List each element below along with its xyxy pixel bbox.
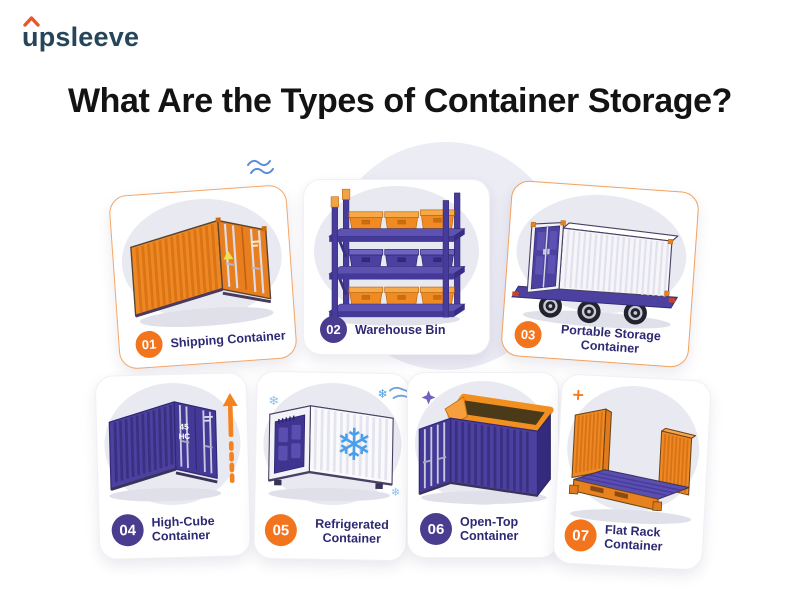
card-label: Flat Rack Container [603, 522, 663, 554]
refrigerated-container-illustration: ❄ ❄ ❄ ❄ [268, 386, 410, 502]
card-number-badge: 05 [264, 513, 298, 547]
logo-caret-icon [23, 16, 40, 27]
card-label: Refrigerated Container [315, 516, 389, 546]
open-top-container-illustration [418, 390, 554, 505]
card-number-badge: 02 [320, 316, 347, 343]
snowflake-icon: ❄ [335, 420, 373, 472]
card-label: Open-Top Container [460, 515, 519, 543]
card-high-cube-container: 45 HC 04 High-Cube Container [94, 372, 252, 560]
logo: upsleeve [22, 16, 140, 53]
card-portable-storage-container: 03 Portable Storage Container [500, 179, 700, 369]
snowflake-icon: ❄ [391, 486, 400, 499]
card-number-badge: 07 [563, 518, 598, 553]
shipping-container-illustration [130, 217, 274, 328]
up-arrow-icon [222, 393, 238, 487]
card-label: Warehouse Bin [355, 322, 446, 337]
card-warehouse-bin: 02 Warehouse Bin [303, 179, 490, 355]
sparkle-icon [573, 389, 584, 401]
warehouse-bin-illustration [328, 188, 466, 326]
card-number-badge: 06 [420, 513, 452, 545]
logo-text: upsleeve [22, 22, 140, 52]
container-size-marking: 45 [179, 422, 189, 432]
flat-rack-container-illustration [568, 389, 697, 524]
sparkle-icon [421, 390, 436, 405]
wind-swirl-icon [389, 386, 410, 401]
card-flat-rack-container: 07 Flat Rack Container [552, 373, 712, 571]
page-title: What Are the Types of Container Storage? [67, 82, 733, 120]
container-class-marking: HC [179, 432, 191, 441]
card-number-badge: 01 [134, 330, 164, 359]
card-number-badge: 03 [513, 319, 543, 349]
card-label: Shipping Container [170, 327, 287, 350]
card-open-top-container: 06 Open-Top Container [407, 372, 559, 558]
card-label: High-Cube Container [151, 513, 215, 544]
portable-storage-illustration [511, 220, 679, 329]
card-refrigerated-container: ❄ ❄ ❄ ❄ 05 Refrigerated Container [253, 370, 410, 562]
snowflake-icon: ❄ [377, 387, 387, 401]
squiggle-icon [247, 159, 274, 175]
card-number-badge: 04 [111, 513, 145, 547]
high-cube-illustration: 45 HC [108, 393, 238, 502]
card-shipping-container: 01 Shipping Container [108, 184, 298, 370]
snowflake-icon: ❄ [268, 394, 279, 409]
